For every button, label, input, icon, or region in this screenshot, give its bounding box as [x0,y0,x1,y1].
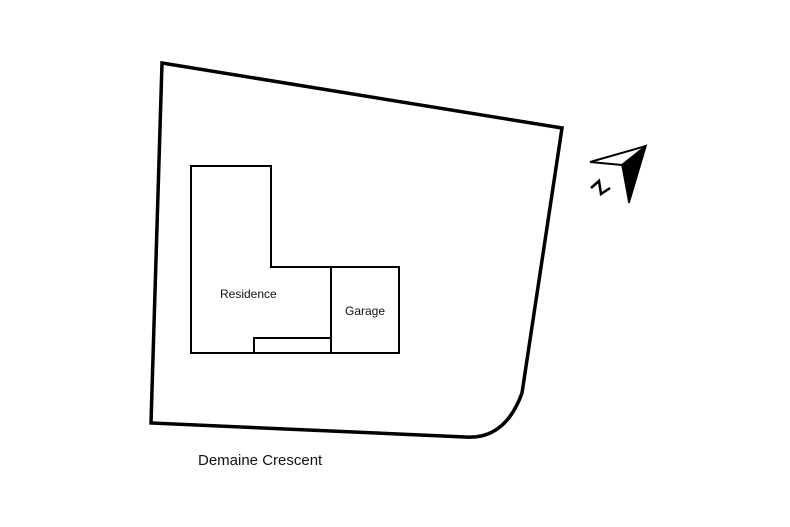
porch-outline [253,337,332,354]
street-label: Demaine Crescent [198,452,323,469]
lot-boundary [149,60,564,439]
garage-label: Garage [345,304,386,318]
garage-outline [330,266,400,354]
north-arrow-icon [589,143,648,204]
north-letter-icon [590,178,611,197]
residence-outline [190,165,332,354]
residence-label: Residence [220,287,277,301]
